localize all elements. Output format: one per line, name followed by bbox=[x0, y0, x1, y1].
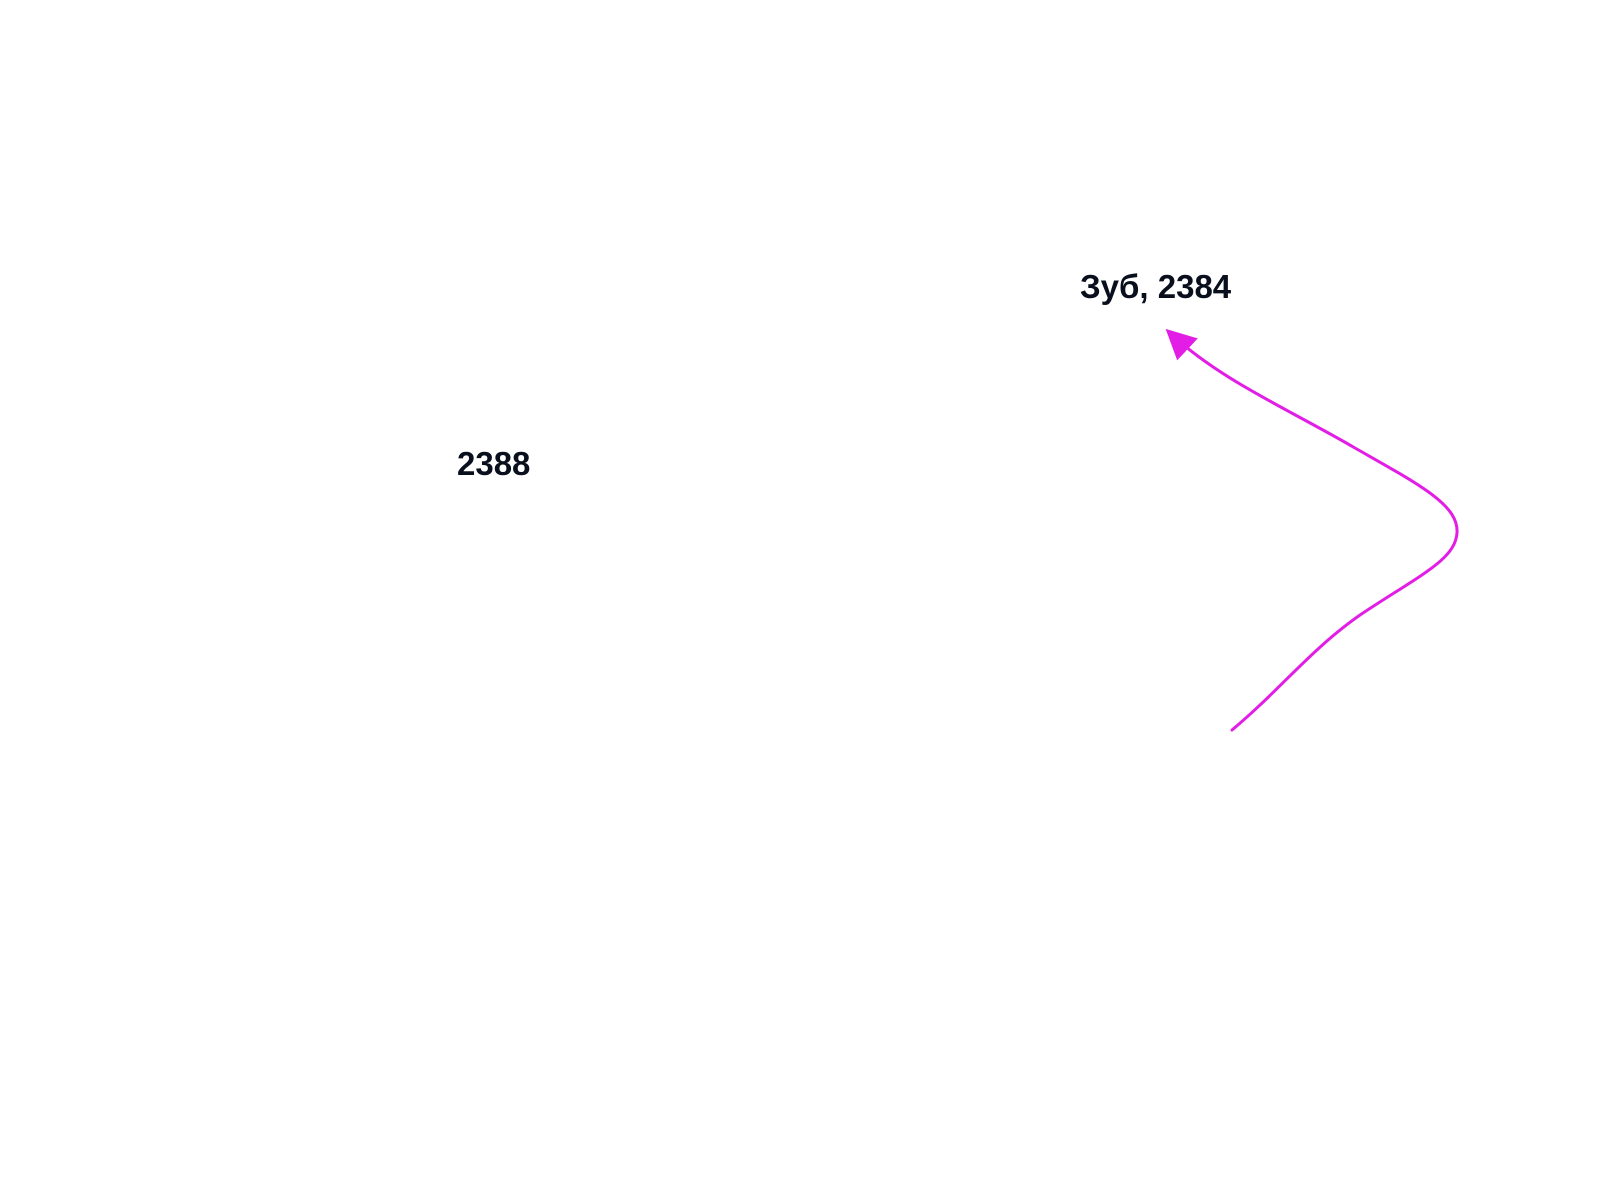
arrow-path bbox=[1165, 328, 1459, 732]
number-label-2388: 2388 bbox=[457, 445, 531, 482]
tooth-label: Зуб, 2384 bbox=[1080, 268, 1232, 305]
